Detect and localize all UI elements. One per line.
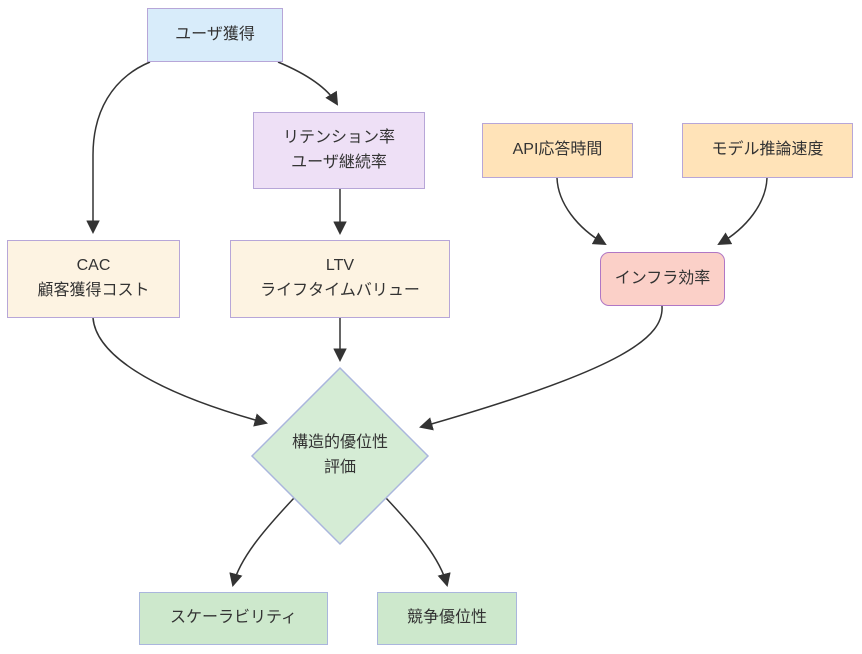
node-model-inference-speed: モデル推論速度 <box>682 123 853 178</box>
node-cac-label-line2: 顧客獲得コスト <box>37 282 150 299</box>
node-api-response-time-label: API応答時間 <box>512 141 603 159</box>
node-scalability-label: スケーラビリティ <box>169 609 298 627</box>
edge-user-acquisition-to-retention <box>277 61 339 106</box>
edge-infra-to-structural-advantage <box>419 305 663 431</box>
edge-structural-advantage-to-scalability <box>229 497 295 587</box>
node-structural-advantage-label: 構造的優位性 評価 <box>252 368 428 544</box>
edge-cac-to-structural-advantage <box>92 317 268 427</box>
node-infra-efficiency-label: インフラ効率 <box>614 269 711 287</box>
node-user-acquisition: ユーザ獲得 <box>147 8 283 62</box>
edge-structural-advantage-to-competitive <box>385 497 451 587</box>
edge-model-inference-to-infra <box>717 177 768 246</box>
edge-api-response-to-infra <box>556 177 607 246</box>
node-retention: リテンション率 ユーザ継続率 <box>253 112 425 189</box>
node-ltv-label-line2: ライフタイムバリュー <box>260 282 420 299</box>
node-cac-label-line1: CAC <box>76 257 111 275</box>
node-ltv-label-line1: LTV <box>325 257 355 275</box>
node-structural-advantage-label-line2: 評価 <box>323 459 356 476</box>
node-infra-efficiency: インフラ効率 <box>600 252 725 306</box>
node-ltv: LTV ライフタイムバリュー <box>230 240 450 318</box>
edge-user-acquisition-to-cac <box>86 61 151 235</box>
node-scalability: スケーラビリティ <box>139 592 328 645</box>
node-structural-advantage-label-line1: 構造的優位性 <box>291 434 388 452</box>
node-retention-label-line1: リテンション率 <box>282 128 395 146</box>
node-competitive-advantage-label: 競争優位性 <box>406 609 487 627</box>
node-user-acquisition-label: ユーザ獲得 <box>175 25 255 43</box>
node-retention-label-line2: ユーザ継続率 <box>291 153 387 171</box>
node-api-response-time: API応答時間 <box>482 123 633 178</box>
node-competitive-advantage: 競争優位性 <box>377 592 517 645</box>
node-model-inference-speed-label: モデル推論速度 <box>711 141 824 159</box>
structural-advantage-diamond <box>250 366 430 546</box>
node-cac: CAC 顧客獲得コスト <box>7 240 180 318</box>
